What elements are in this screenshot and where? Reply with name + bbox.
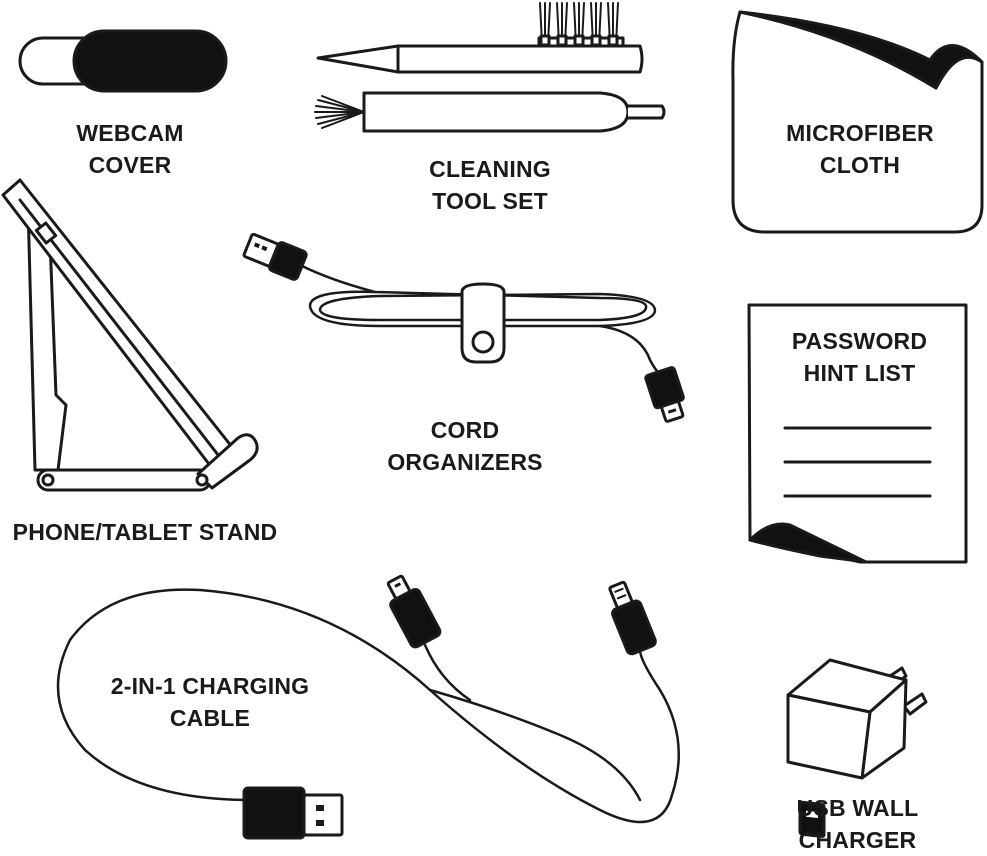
password-hint-list-icon — [747, 303, 968, 564]
usb-wall-charger-label-line-1: USB WALL — [796, 795, 919, 821]
phone-tablet-stand-icon — [1, 178, 259, 492]
cord-organizers-label-line-2: ORGANIZERS — [387, 449, 543, 475]
charging-cable-label-line-2: CABLE — [169, 705, 251, 731]
cord-organizers-label: CORD ORGANIZERS — [375, 414, 555, 478]
cleaning-tool-set-label: CLEANING TOOL SET — [415, 153, 565, 217]
cord-organizers-icon — [242, 232, 685, 423]
charging-cable-label: 2-IN-1 CHARGING CABLE — [95, 670, 325, 734]
usb-wall-charger-label: USB WALL CHARGER — [790, 792, 925, 856]
password-hint-list-label: PASSWORD HINT LIST — [777, 325, 942, 389]
microfiber-cloth-label: MICROFIBER CLOTH — [770, 117, 950, 181]
usb-wall-charger-label-line-2: CHARGER — [798, 827, 917, 853]
password-hint-list-label-line-1: PASSWORD — [791, 328, 928, 354]
charging-cable-icon — [56, 574, 680, 840]
webcam-cover-label: WEBCAM COVER — [60, 117, 200, 181]
webcam-cover-label-line-2: COVER — [88, 152, 172, 178]
microfiber-cloth-label-line-1: MICROFIBER — [786, 120, 934, 146]
phone-tablet-stand-label: PHONE/TABLET STAND — [0, 516, 290, 548]
cord-organizers-label-line-1: CORD — [430, 417, 500, 443]
phone-tablet-stand-label-line-1: PHONE/TABLET STAND — [12, 519, 278, 545]
charging-cable-label-line-1: 2-IN-1 CHARGING — [110, 673, 310, 699]
cleaning-tool-set-icon — [314, 2, 666, 133]
usb-wall-charger-icon — [786, 658, 928, 838]
webcam-cover-icon — [18, 29, 228, 93]
cleaning-tool-set-label-line-2: TOOL SET — [432, 188, 548, 214]
cleaning-tool-set-label-line-1: CLEANING — [429, 156, 551, 182]
webcam-cover-label-line-1: WEBCAM — [76, 120, 184, 146]
password-hint-list-label-line-2: HINT LIST — [803, 360, 916, 386]
microfiber-cloth-icon — [731, 10, 984, 234]
microfiber-cloth-label-line-2: CLOTH — [819, 152, 901, 178]
